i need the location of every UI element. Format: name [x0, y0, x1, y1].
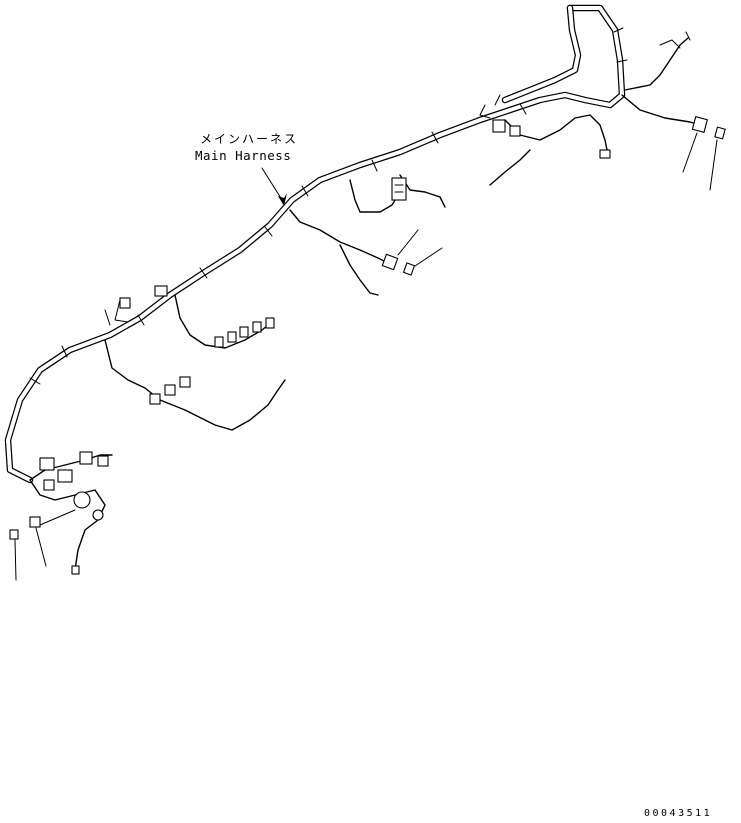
harness-label-en: Main Harness: [195, 148, 292, 163]
main-harness-trunk: [4, 4, 628, 484]
lower-left-cluster: [9, 451, 113, 581]
left-mid-clusters: [104, 285, 286, 431]
upper-mid-branches: [349, 94, 611, 213]
right-branch: [621, 31, 726, 191]
drawing-code: 00043511: [644, 808, 713, 819]
label-leader-arrow: [278, 193, 287, 206]
mid-branch: [289, 209, 443, 296]
harness-label-jp: メインハーネス: [200, 132, 299, 146]
